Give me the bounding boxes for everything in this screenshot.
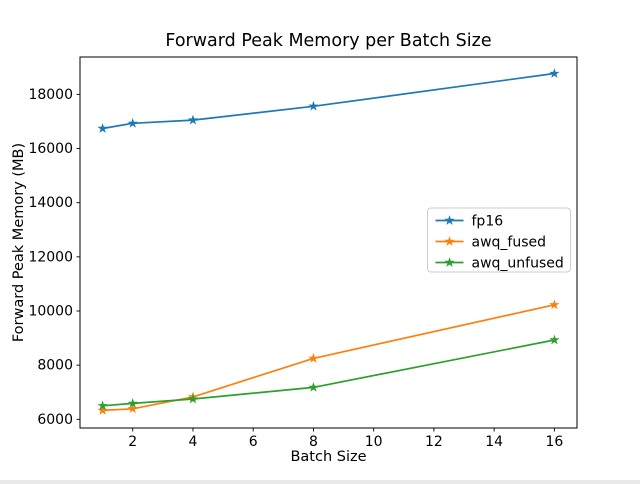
data-point-marker-awq_fused — [549, 299, 560, 310]
legend-label-awq_fused: awq_fused — [472, 235, 547, 251]
y-tick-label: 16000 — [28, 141, 73, 157]
data-point-marker-awq_unfused — [187, 393, 199, 404]
x-tick-label: 14 — [485, 434, 503, 450]
legend-label-awq_unfused: awq_unfused — [472, 256, 564, 272]
legend-star-marker-fp16 — [444, 215, 455, 225]
data-point-marker-awq_unfused — [97, 400, 108, 411]
x-tick-label: 2 — [128, 434, 137, 450]
y-tick-label: 12000 — [28, 249, 73, 265]
x-tick-label: 16 — [545, 434, 563, 450]
legend-star-marker-awq_fused — [444, 236, 455, 246]
axes-frame — [79, 56, 578, 429]
data-point-marker-fp16 — [97, 123, 108, 133]
y-tick-label: 18000 — [28, 87, 73, 103]
y-tick-label: 8000 — [37, 358, 73, 374]
x-tick-label: 6 — [249, 434, 258, 450]
data-point-marker-awq_fused — [97, 405, 108, 415]
data-point-marker-awq_unfused — [127, 398, 138, 408]
data-point-marker-fp16 — [187, 114, 199, 125]
legend-box — [427, 207, 571, 273]
legend-label-fp16: fp16 — [472, 214, 504, 230]
chart-title: Forward Peak Memory per Batch Size — [165, 31, 491, 51]
legend-star-marker-awq_unfused — [444, 257, 455, 267]
series-line-awq_fused — [102, 303, 555, 412]
plot-area: 2 4 6 8 10 12 14 16 6000 8000 10000 12000 14000 16000… — [28, 56, 578, 450]
series-line-fp16 — [102, 72, 555, 130]
data-point-marker-fp16 — [308, 100, 319, 111]
data-point-marker-awq_unfused — [308, 382, 319, 392]
y-axis-label: Forward Peak Memory (MB) — [11, 143, 27, 342]
x-tick-label: 8 — [309, 434, 318, 450]
data-point-marker-awq_fused — [308, 353, 319, 363]
y-tick-label: 10000 — [28, 304, 73, 320]
x-tick-label: 10 — [365, 434, 383, 450]
y-tick-label: 6000 — [37, 412, 73, 428]
x-tick-label: 4 — [188, 434, 197, 450]
data-point-marker-fp16 — [549, 68, 560, 78]
data-point-marker-awq_fused — [127, 403, 138, 414]
data-point-marker-awq_unfused — [549, 334, 560, 345]
series-line-awq_unfused — [102, 339, 555, 407]
data-point-marker-fp16 — [127, 117, 138, 128]
y-tick-label: 14000 — [28, 195, 73, 211]
x-axis-label: Batch Size — [290, 449, 366, 465]
x-tick-label: 12 — [425, 434, 443, 450]
